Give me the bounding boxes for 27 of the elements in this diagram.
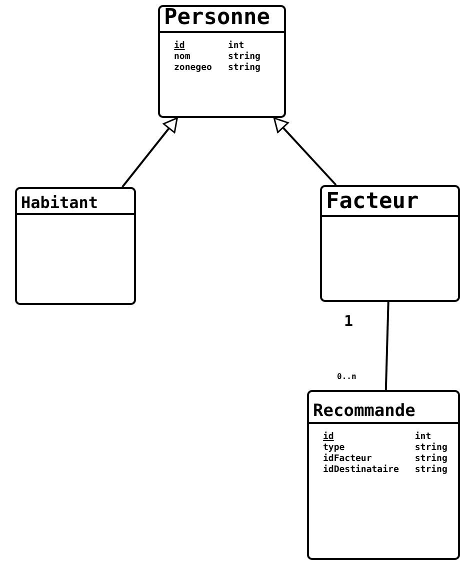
attribute-type: string	[414, 443, 448, 454]
attribute-name: zonegeo	[174, 63, 212, 74]
attribute-name: idDestinataire	[323, 465, 399, 476]
class-name: Habitant	[21, 195, 98, 213]
inheritance-arrow	[122, 117, 178, 188]
multiplicity-label: 0..n	[337, 371, 356, 383]
attribute-type: string	[414, 454, 448, 464]
attribute-name: nom	[174, 52, 192, 63]
association-line	[384, 302, 390, 390]
class-box	[158, 5, 286, 118]
class-box	[307, 390, 460, 560]
attribute-type: string	[228, 63, 260, 74]
attribute-name: id	[174, 41, 186, 52]
multiplicity-label: 1	[344, 311, 354, 332]
inheritance-arrow	[273, 117, 337, 186]
class-name: Personne	[164, 7, 270, 31]
class-box	[320, 185, 460, 302]
attribute-name: id	[323, 432, 335, 443]
attribute-name: type	[323, 443, 346, 454]
class-box	[15, 187, 136, 305]
attribute-type: int	[414, 432, 432, 442]
attribute-type: string	[414, 465, 448, 476]
class-name: Recommande	[313, 403, 416, 422]
attribute-type: string	[228, 52, 260, 62]
class-name: Facteur	[326, 191, 419, 215]
attribute-name: idFacteur	[323, 454, 373, 464]
attribute-type: int	[228, 41, 246, 52]
